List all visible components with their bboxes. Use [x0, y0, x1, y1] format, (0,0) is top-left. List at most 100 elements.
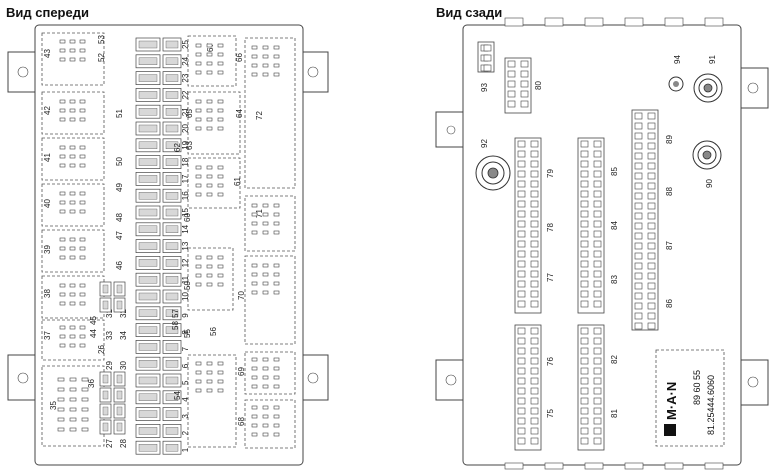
fuse-icon	[135, 188, 182, 203]
fuse-icon	[135, 88, 182, 102]
relay-label: 47	[115, 231, 124, 240]
fuse-icon	[135, 71, 182, 85]
relay-label: 58	[171, 321, 180, 330]
fuse-number: 6	[181, 363, 190, 368]
connector-label: 92	[480, 139, 489, 148]
fuse-icon	[135, 121, 182, 136]
relay-label: 62	[173, 143, 182, 152]
fuse-icon	[99, 419, 112, 435]
fuse-icon	[135, 222, 182, 237]
fuse-icon	[135, 407, 182, 421]
fuse-number: 7	[181, 346, 190, 351]
relay-label: 51	[115, 109, 124, 118]
relay-icon	[59, 145, 86, 168]
relay-label: 28	[119, 439, 128, 448]
mount-tab-icon	[737, 359, 769, 406]
relay-icon	[251, 263, 280, 295]
fuse-icon	[135, 239, 182, 253]
fuse-icon	[135, 172, 182, 186]
connector-icon	[577, 137, 605, 314]
round-terminal-icon	[693, 73, 723, 103]
connector-label: 81	[610, 409, 619, 418]
relay-label: 32	[119, 309, 128, 318]
fuse-icon	[135, 373, 182, 388]
relay-label: 48	[115, 213, 124, 222]
relay-icon	[251, 357, 280, 389]
relay-label: 60	[183, 213, 192, 222]
connector-label: 80	[534, 81, 543, 90]
connector-label: 93	[480, 83, 489, 92]
round-terminal-icon	[668, 76, 684, 92]
connector-label: 82	[610, 355, 619, 364]
connector-label: 86	[665, 299, 674, 308]
connector-label: 94	[673, 55, 682, 64]
relay-label: 44	[89, 329, 98, 338]
relay-label: 36	[87, 379, 96, 388]
fuse-icon	[135, 205, 182, 220]
fuse-number: 12	[181, 258, 190, 267]
fuse-number: 19	[181, 140, 190, 149]
fuse-number: 2	[181, 430, 190, 435]
relay-label: 42	[43, 106, 52, 115]
connector-icon	[514, 137, 542, 314]
relay-label: 37	[43, 331, 52, 340]
logo-code-2: 81.25444.6060	[706, 375, 716, 435]
connector-icon	[504, 57, 532, 114]
connector-icon	[577, 324, 605, 451]
fuse-icon	[99, 403, 112, 419]
fuse-number: 22	[181, 90, 190, 99]
relay-label: 39	[43, 245, 52, 254]
relay-label: 46	[115, 261, 124, 270]
connector-label: 77	[546, 273, 555, 282]
connector-label: 89	[665, 135, 674, 144]
relay-label: 34	[119, 331, 128, 340]
connector-label: 90	[705, 179, 714, 188]
relay-icon	[251, 203, 280, 235]
relay-label: 70	[237, 291, 246, 300]
fuse-number: 1	[181, 447, 190, 452]
relay-label: 72	[255, 111, 264, 120]
relay-label: 35	[49, 401, 58, 410]
fuse-icon	[135, 289, 182, 304]
fuse-icon	[135, 306, 182, 321]
fuse-icon	[113, 419, 126, 435]
relay-label: 30	[119, 361, 128, 370]
fuse-icon	[135, 104, 182, 119]
relay-icon	[59, 237, 86, 260]
relay-label: 52	[97, 53, 106, 62]
fuse-number: 9	[181, 313, 190, 318]
fuse-icon	[99, 297, 112, 313]
connector-label: 75	[546, 409, 555, 418]
fuse-icon	[135, 424, 182, 438]
fuse-number: 13	[181, 241, 190, 250]
connector-icon	[514, 324, 542, 451]
fuse-icon	[113, 281, 126, 297]
relay-label: 29	[105, 361, 114, 370]
fuse-icon	[135, 323, 182, 337]
fuse-icon	[135, 356, 182, 371]
relay-label: 45	[89, 316, 98, 325]
connector-label: 87	[665, 241, 674, 250]
relay-icon	[195, 165, 224, 197]
relay-icon	[59, 325, 86, 348]
relay-label: 50	[115, 157, 124, 166]
rear-view-title: Вид сзади	[436, 5, 502, 20]
round-terminal-icon	[475, 155, 511, 191]
logo-code-1: 89 60 55	[692, 370, 702, 405]
fuse-icon	[99, 281, 112, 297]
relay-label: 49	[115, 183, 124, 192]
fuse-icon	[135, 54, 182, 69]
relay-label: 55	[183, 329, 192, 338]
relay-icon	[195, 255, 224, 287]
logo-square	[664, 424, 676, 436]
fuse-number: 23	[181, 73, 190, 82]
fuse-number: 3	[181, 414, 190, 419]
front-view-title: Вид спереди	[6, 5, 89, 20]
fuse-number: 15	[181, 208, 190, 217]
relay-label: 61	[233, 177, 242, 186]
connector-icon	[631, 109, 659, 331]
fuse-number: 20	[181, 124, 190, 133]
relay-label: 68	[237, 417, 246, 426]
